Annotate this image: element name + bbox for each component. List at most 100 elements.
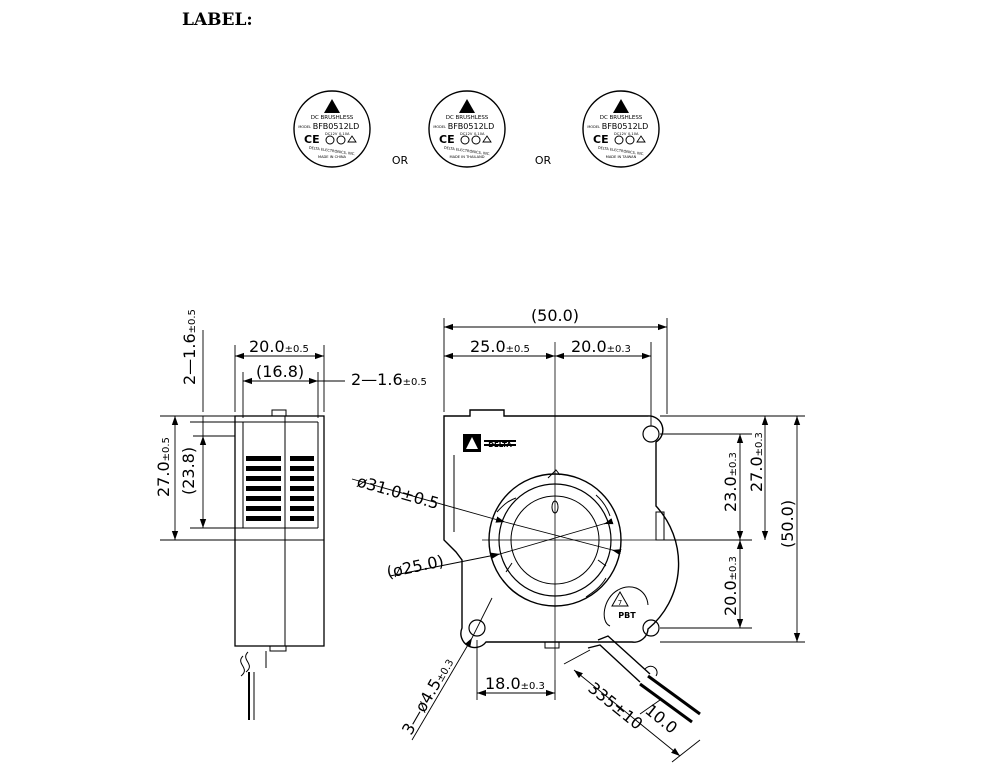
dim-diameter-inner: (ø25.0) <box>385 551 446 582</box>
mount-hole-top-right <box>642 425 660 443</box>
dim-overall-height: (50.0) <box>778 500 797 548</box>
label-rating-v: DC12V <box>614 132 627 136</box>
dim-height: 27.0±0.5 <box>154 437 173 497</box>
label-model-prefix: MODEL <box>298 125 311 129</box>
break-mark-icon <box>240 655 245 677</box>
label-model-prefix: MODEL <box>433 125 446 129</box>
lead-sheath <box>587 644 641 683</box>
label-line1: DC BRUSHLESS <box>600 115 643 121</box>
warning-mark-icon <box>347 135 357 143</box>
recycle-icon <box>611 590 629 607</box>
dim-mount-holes: 3—ø4.5±0.3 <box>398 654 457 738</box>
dim-hole-to-center: 23.0±0.3 <box>721 452 740 512</box>
fan-blades <box>496 469 611 598</box>
delta-triangle-icon <box>466 437 478 449</box>
warning-mark-icon <box>636 135 646 143</box>
label-rating-v: DC12V <box>325 132 338 136</box>
label-sticker-china: DC BRUSHLESS MODEL BFB0512LD CE DC12V 0.… <box>293 90 371 168</box>
label-sticker-taiwan: DC BRUSHLESS MODEL BFB0512LD CE DC12V 0.… <box>582 90 660 168</box>
label-model-prefix: MODEL <box>587 125 600 129</box>
dim-inner-width: (16.8) <box>256 362 304 381</box>
tuv-mark-icon <box>625 135 635 145</box>
mount-hole-bottom-left <box>468 619 486 637</box>
ul-mark-icon <box>460 135 470 145</box>
tuv-mark-icon <box>336 135 346 145</box>
side-view-body <box>234 415 325 647</box>
or-separator-1: OR <box>392 154 409 167</box>
housing-side-tab <box>655 511 665 541</box>
ce-mark-icon: CE <box>439 133 455 146</box>
label-rating-a: 0.10A <box>474 132 485 136</box>
label-outline <box>293 90 371 168</box>
label-maker: DELTA ELECTRONICS, INC. <box>598 146 645 156</box>
label-model: BFB0512LD <box>313 122 360 131</box>
label-origin: MADE IN TAIWAN <box>606 155 637 159</box>
label-sticker-thailand: DC BRUSHLESS MODEL BFB0512LD CE DC12V 0.… <box>428 90 506 168</box>
label-origin: MADE IN CHINA <box>318 155 347 159</box>
recycle-boss <box>603 586 649 627</box>
front-view-labels: (50.0) 25.0±0.5 20.0±0.3 ø31.0±0.5 (ø25.… <box>355 306 797 738</box>
dim-arrow <box>611 549 622 556</box>
ext-line <box>639 699 661 715</box>
side-view-lead-exit <box>269 645 287 652</box>
ext-line <box>563 649 591 665</box>
label-line1: DC BRUSHLESS <box>311 115 354 121</box>
dim-overall-width: (50.0) <box>531 306 579 325</box>
housing-bottom-tab <box>544 641 560 649</box>
dim-width: 20.0±0.5 <box>249 337 309 356</box>
diameter-line <box>504 521 621 553</box>
label-maker: DELTA ELECTRONICS, INC. <box>309 146 356 156</box>
dim-hole-top: 2—1.6±0.5 <box>180 309 199 385</box>
side-view-fins <box>246 456 314 521</box>
leader-line <box>389 552 501 577</box>
dim-lead-length: 335±10 <box>584 678 646 733</box>
side-view-tab <box>271 409 287 417</box>
ce-mark-icon: CE <box>593 133 609 146</box>
label-model: BFB0512LD <box>448 122 495 131</box>
dim-arrow <box>603 518 614 525</box>
brand-wordmark: DELTA <box>488 441 512 449</box>
brand-text-block <box>484 440 516 448</box>
side-view-dimensions <box>160 330 345 541</box>
front-view-dimensions <box>351 318 805 763</box>
recycle-code: 7 <box>618 599 622 607</box>
diameter-line <box>499 521 611 555</box>
ce-mark-icon: CE <box>304 133 320 146</box>
or-separator-2: OR <box>535 154 552 167</box>
dim-top-to-center: 27.0±0.3 <box>747 432 766 492</box>
dim-line <box>573 669 681 757</box>
mount-hole-bottom-right <box>642 619 660 637</box>
label-rating-v: DC12V <box>460 132 473 136</box>
dim-diameter-outer: ø31.0±0.5 <box>355 472 441 513</box>
break-mark-icon <box>245 651 250 673</box>
label-origin: MADE IN THAILAND <box>449 155 484 159</box>
ext-line <box>671 739 701 763</box>
leader-line <box>411 637 473 741</box>
label-outline <box>582 90 660 168</box>
label-rating-a: 0.10A <box>339 132 350 136</box>
dim-center-to-hole: 20.0±0.3 <box>571 337 631 356</box>
label-model: BFB0512LD <box>602 122 649 131</box>
side-view <box>234 409 325 720</box>
leader-line <box>471 597 493 639</box>
front-view <box>443 409 680 649</box>
dim-lead-strip: 10.0 <box>641 700 681 737</box>
dim-left-to-center: 25.0±0.5 <box>470 337 530 356</box>
ul-mark-icon <box>614 135 624 145</box>
leader-line <box>351 478 506 523</box>
delta-logo-icon <box>459 99 475 113</box>
recycle-material: PBT <box>618 611 636 620</box>
dim-hole-spacing: 18.0±0.3 <box>485 674 545 693</box>
side-view-labels: 2—1.6±0.5 20.0±0.5 (16.8) 2—1.6±0.5 27.0… <box>154 309 427 497</box>
delta-logo-icon <box>613 99 629 113</box>
label-outline <box>428 90 506 168</box>
dim-inner-height: (23.8) <box>179 447 198 495</box>
label-rating-a: 0.10A <box>628 132 639 136</box>
warning-mark-icon <box>482 135 492 143</box>
label-line1: DC BRUSHLESS <box>446 115 489 121</box>
label-maker: DELTA ELECTRONICS, INC. <box>444 146 491 156</box>
dim-hole-side: 2—1.6±0.5 <box>351 370 427 389</box>
tuv-mark-icon <box>471 135 481 145</box>
